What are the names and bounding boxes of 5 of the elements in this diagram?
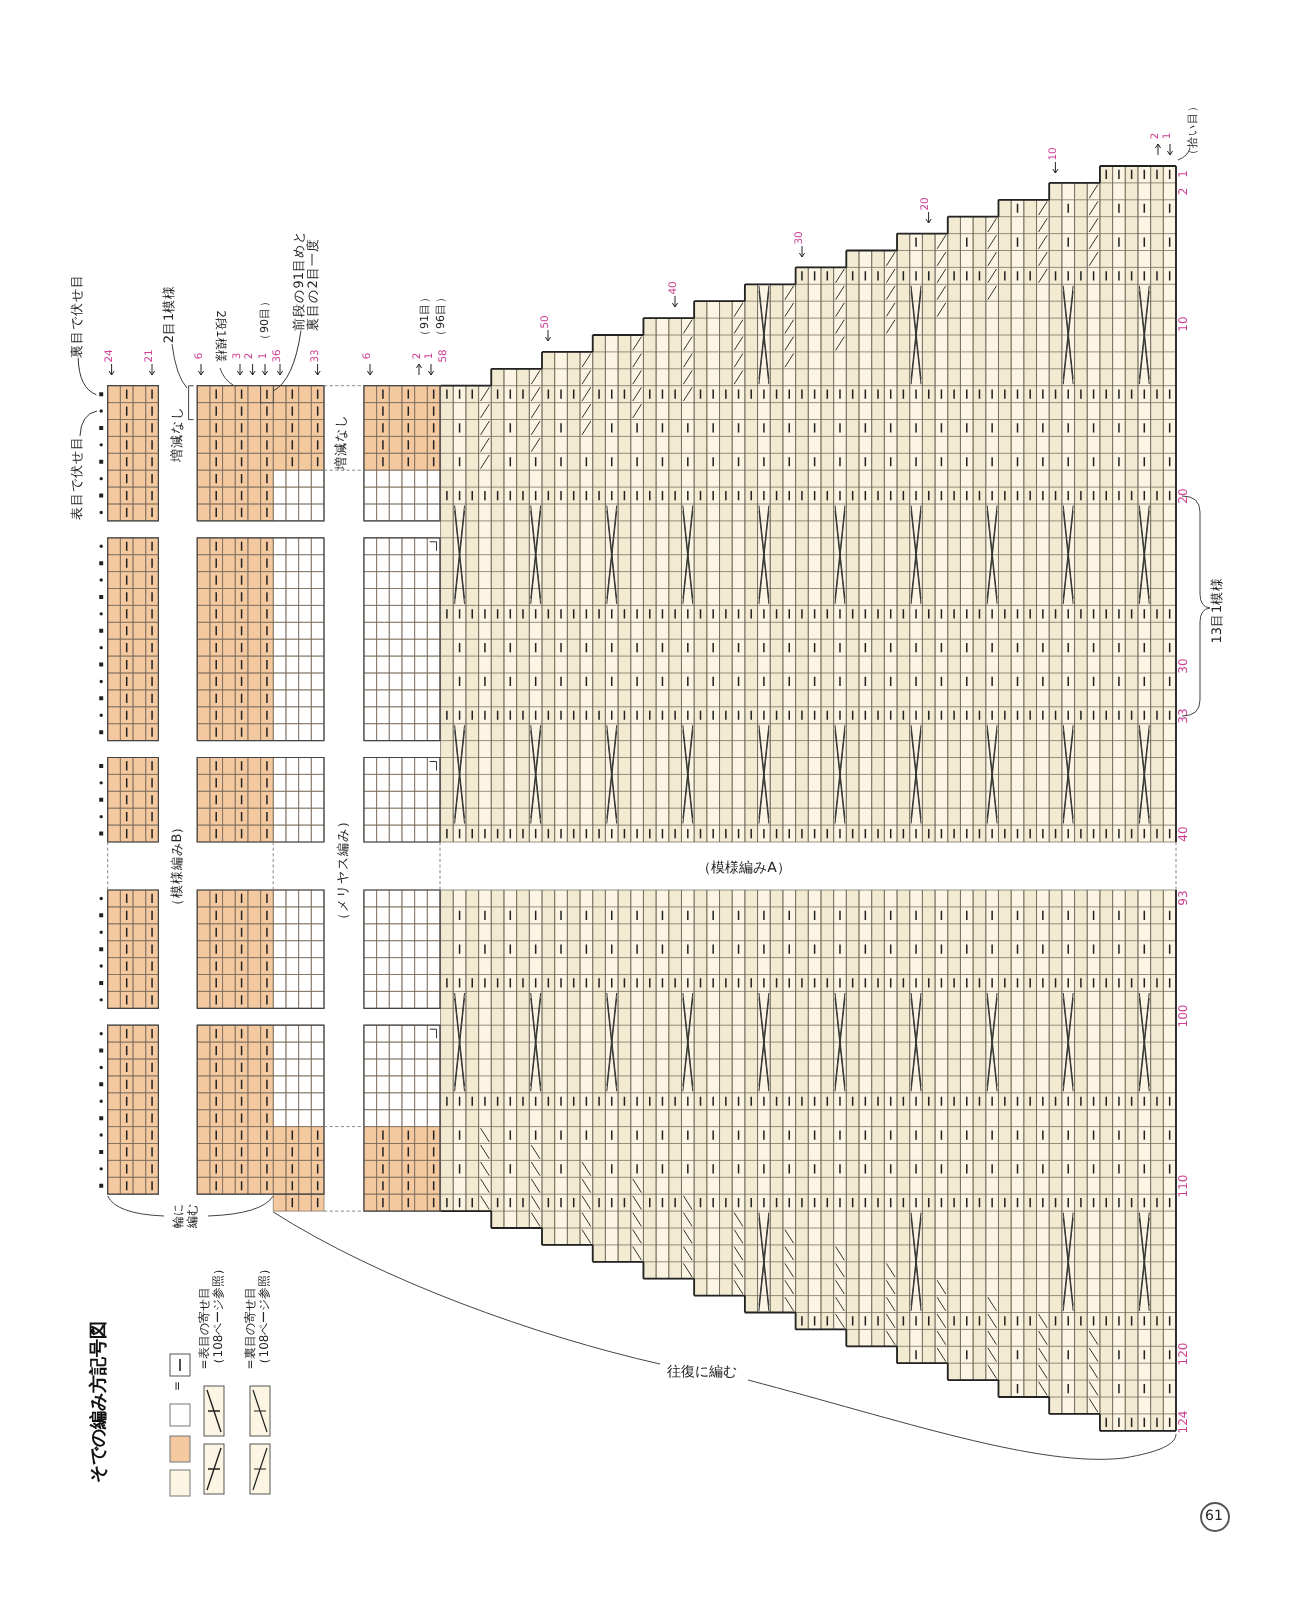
leader-line [79,410,98,437]
leader-line [77,357,97,396]
chart-cell [260,385,274,404]
leader-line [272,330,302,392]
chart-title: そでの編み方記号図 [89,1321,111,1483]
